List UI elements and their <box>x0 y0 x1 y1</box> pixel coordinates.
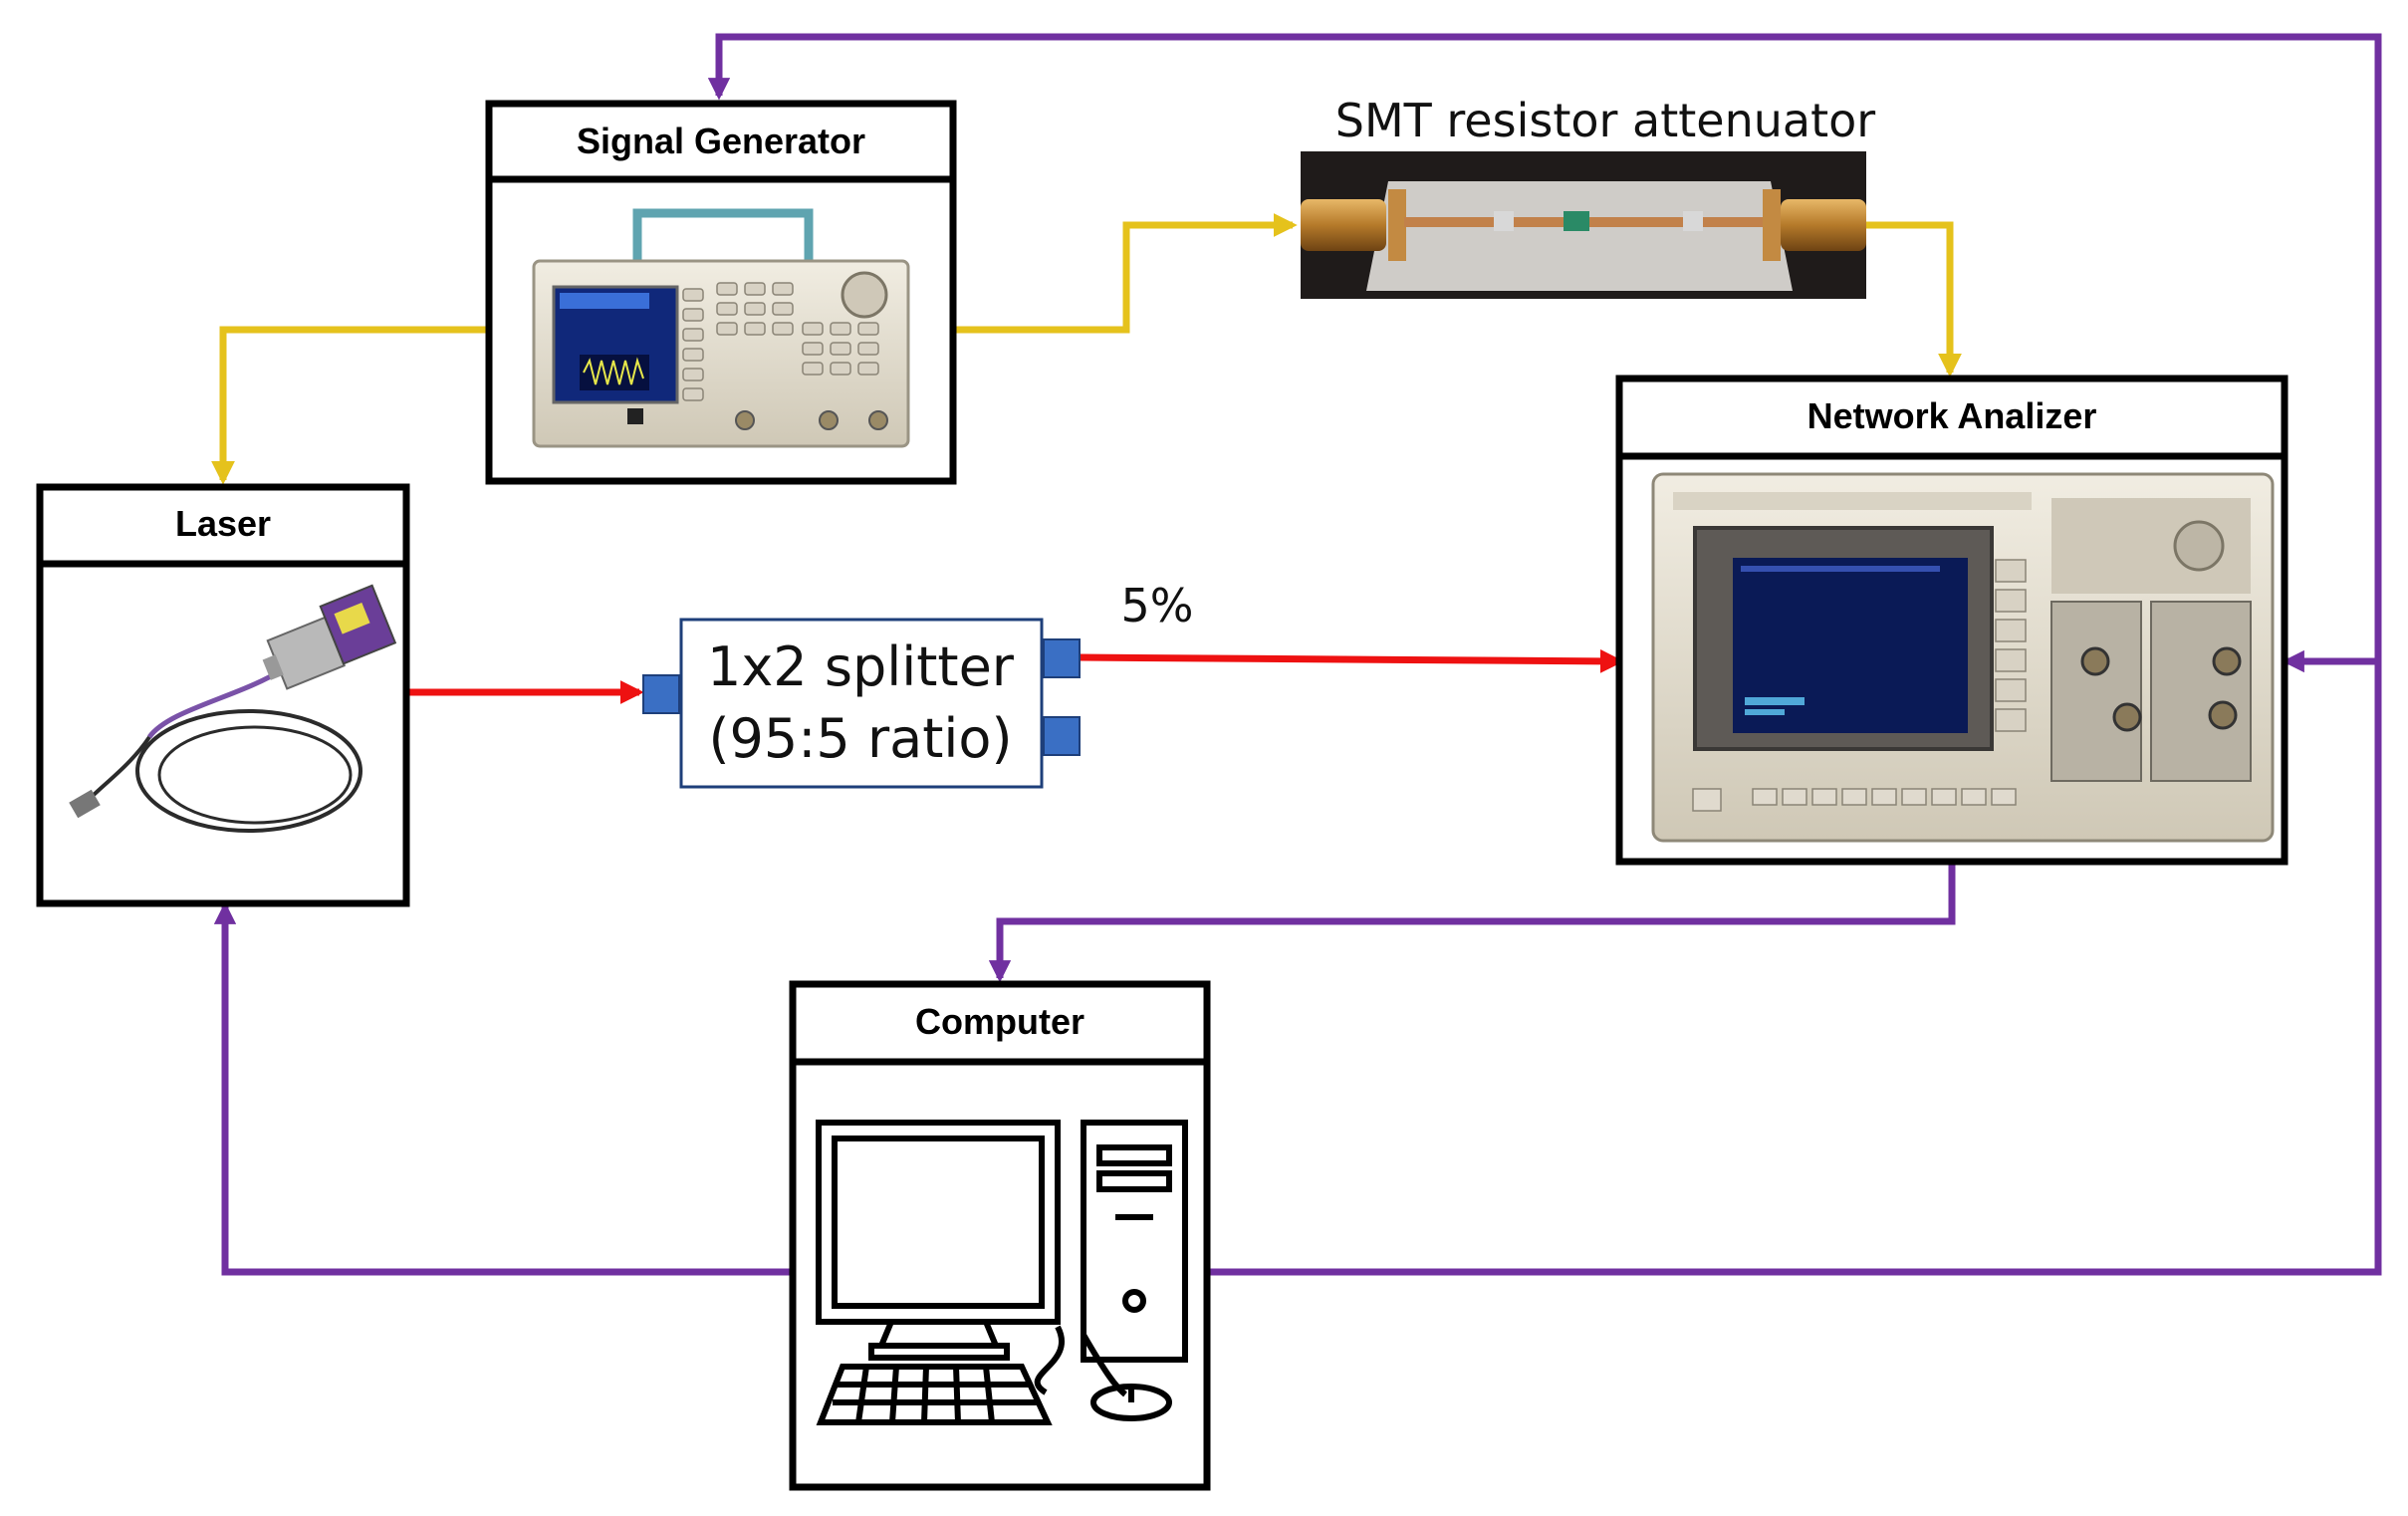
attenuator-board-icon <box>1301 151 1866 299</box>
control-line-computer-to-signal-generator <box>707 33 2382 1276</box>
function-generator-icon <box>532 208 910 448</box>
rf-line-generator-to-laser <box>211 326 488 485</box>
network-analyzer-block[interactable]: Network Analizer <box>1615 375 2288 866</box>
splitter-output-port-1 <box>1043 638 1081 678</box>
split-percentage-label: 5% <box>1121 579 1194 632</box>
laser-title: Laser <box>175 503 271 544</box>
signal-generator-title: Signal Generator <box>577 121 865 161</box>
desktop-computer-icon <box>816 1120 1188 1425</box>
splitter-label-line2: (95:5 ratio) <box>708 707 1012 770</box>
network-analyzer-icon <box>1651 472 2275 843</box>
network-analyzer-title: Network Analizer <box>1807 395 2097 436</box>
attenuator-label: SMT resistor attenuator <box>1335 94 1875 147</box>
control-line-analyzer-to-computer <box>988 862 1956 983</box>
optical-line-splitter-to-analyzer <box>1078 648 1624 673</box>
signal-generator-block[interactable]: Signal Generator <box>485 100 957 485</box>
laser-block[interactable]: Laser <box>36 483 410 907</box>
rf-line-attenuator-to-analyzer <box>1864 221 1962 378</box>
rf-line-generator-to-attenuator <box>953 213 1298 334</box>
fiber-laser-icon <box>69 584 397 833</box>
splitter-block[interactable]: 1x2 splitter (95:5 ratio) <box>642 618 1081 789</box>
splitter-label-line1: 1x2 splitter <box>707 635 1015 698</box>
splitter-input-port <box>642 674 680 714</box>
smt-attenuator-block[interactable]: SMT resistor attenuator <box>1301 94 1875 299</box>
computer-block[interactable]: Computer <box>789 980 1211 1491</box>
computer-title: Computer <box>915 1001 1084 1042</box>
splitter-output-port-2 <box>1043 716 1081 756</box>
control-line-computer-to-laser <box>213 901 793 1276</box>
